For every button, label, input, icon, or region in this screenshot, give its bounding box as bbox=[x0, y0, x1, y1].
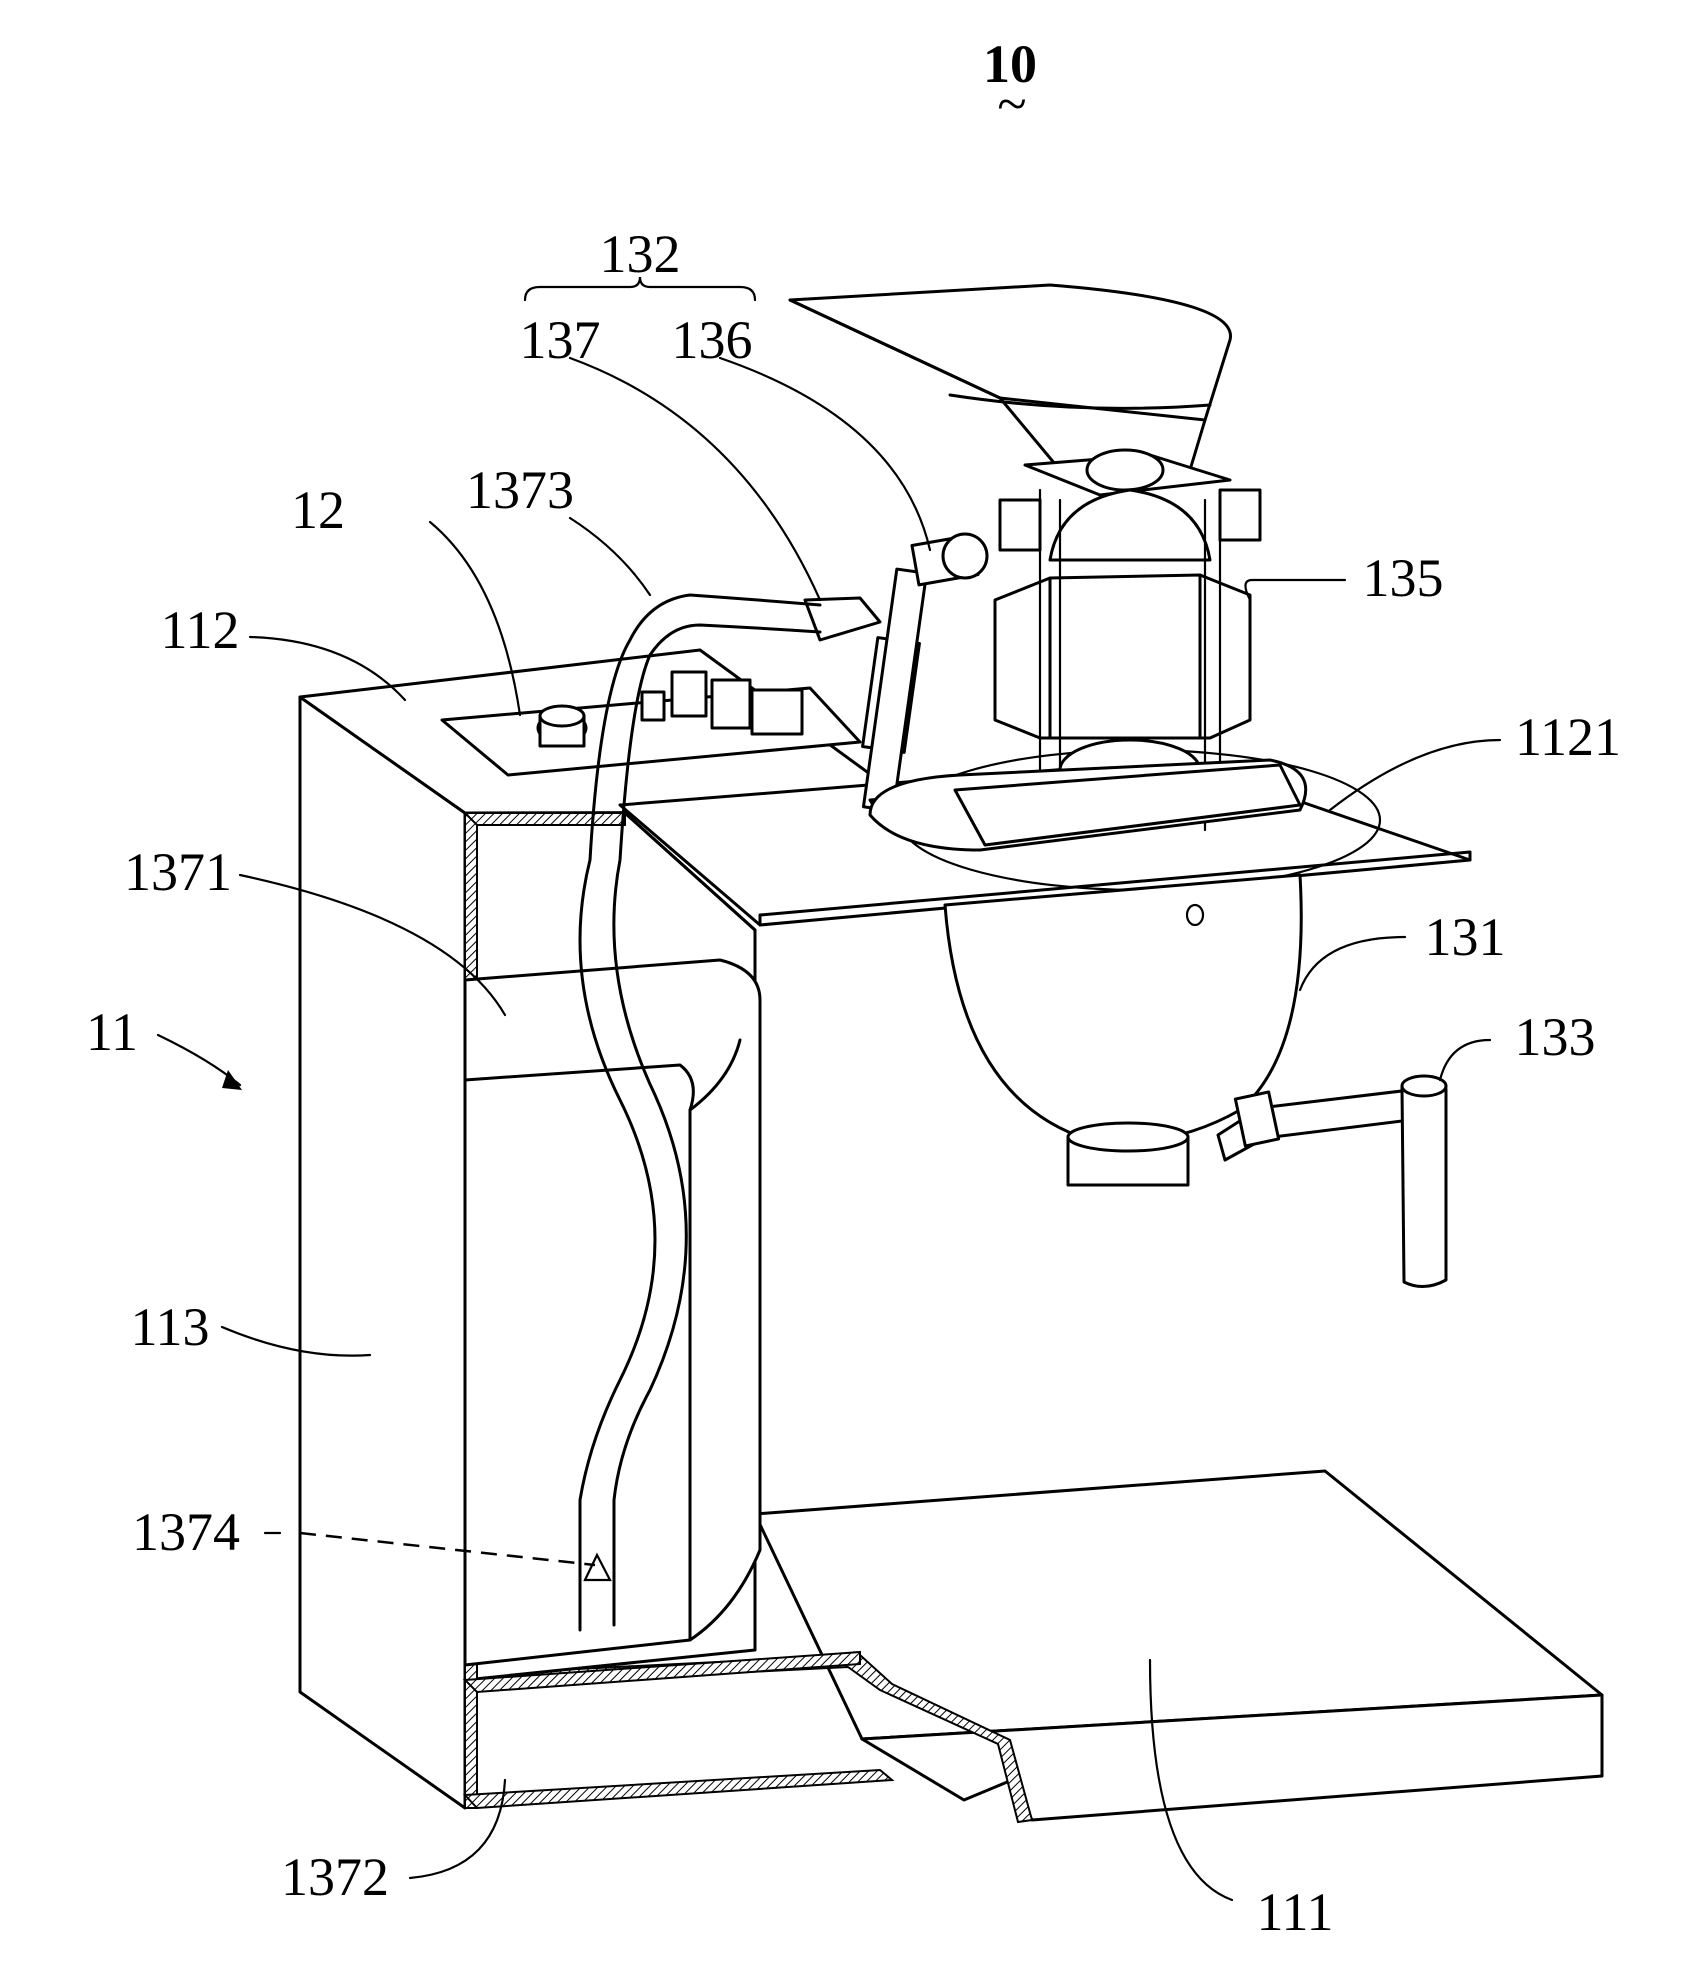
label-135: 135 bbox=[1363, 548, 1444, 608]
label-136: 136 bbox=[672, 310, 753, 370]
circuit-board bbox=[440, 670, 862, 777]
motor-unit bbox=[868, 448, 1308, 852]
water-hose bbox=[578, 593, 882, 1632]
label-12: 12 bbox=[291, 480, 345, 540]
label-1371: 1371 bbox=[124, 842, 232, 902]
water-tank bbox=[463, 958, 762, 1667]
label-133: 133 bbox=[1515, 1007, 1596, 1067]
hopper bbox=[788, 283, 1232, 472]
figure-number: 10 bbox=[983, 34, 1037, 94]
reference-labels: 132 137 136 1373 12 112 135 1121 1371 13… bbox=[86, 224, 1621, 1942]
label-131: 131 bbox=[1425, 907, 1506, 967]
figure-number-tilde: ~ bbox=[997, 74, 1026, 134]
label-113: 113 bbox=[131, 1297, 210, 1357]
label-1121: 1121 bbox=[1515, 707, 1621, 767]
label-132: 132 bbox=[600, 224, 681, 284]
label-137: 137 bbox=[520, 310, 601, 370]
label-112: 112 bbox=[161, 600, 240, 660]
label-1372: 1372 bbox=[281, 1847, 389, 1907]
label-11: 11 bbox=[86, 1002, 138, 1062]
leader-lines bbox=[156, 276, 1502, 1902]
outlet-pipe bbox=[1216, 1074, 1448, 1288]
label-111: 111 bbox=[1257, 1882, 1334, 1942]
label-1374: 1374 bbox=[132, 1502, 240, 1562]
label-1373: 1373 bbox=[466, 460, 574, 520]
base-plate bbox=[452, 1469, 1604, 1824]
brew-bowl bbox=[943, 873, 1303, 1187]
